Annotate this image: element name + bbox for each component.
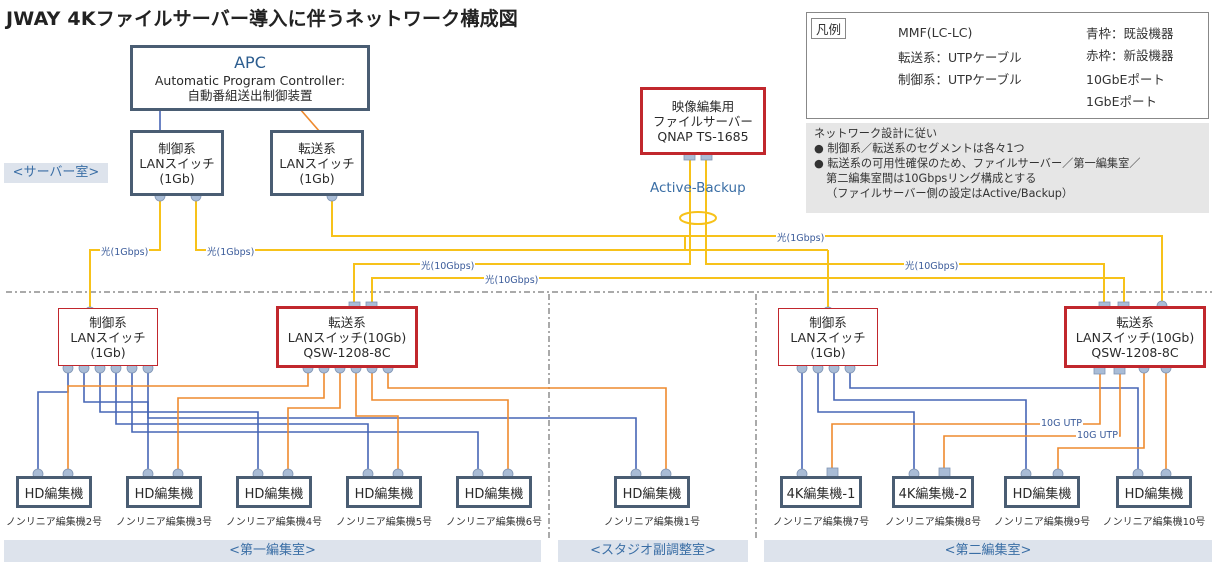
legend-1g-port: 1GbEポート	[1086, 94, 1157, 109]
link-label-10g-utp: 10G UTP	[1040, 418, 1083, 429]
edit2-control-links	[801, 370, 1139, 474]
edit1-transfer-switch: 転送系 LANスイッチ(10Gb) QSW-1208-8C	[276, 306, 418, 368]
server-room-label: <サーバー室>	[4, 163, 108, 183]
server-transfer-switch: 転送系 LANスイッチ (1Gb)	[270, 130, 364, 196]
edit2-transfer-switch: 転送系 LANスイッチ(10Gb) QSW-1208-8C	[1064, 306, 1206, 368]
switch-label: (1Gb)	[159, 170, 195, 186]
switch-label: QSW-1208-8C	[303, 344, 391, 360]
legend-control-utp: 制御系：UTPケーブル	[898, 72, 1022, 87]
editor-caption: ノンリニア編集機1号	[603, 517, 701, 528]
editor-box: HD編集機	[126, 476, 202, 508]
note-line: （ファイルサーバー側の設定はActive/Backup）	[826, 187, 1074, 200]
note-line: ネットワーク設計に従い	[814, 127, 938, 140]
switch-label: 制御系	[89, 314, 127, 330]
switch-label: 転送系	[328, 314, 366, 330]
note-line: ● 転送系の可用性確保のため、ファイルサーバー／第一編集室／	[814, 157, 1141, 170]
file-server-line: 映像編集用	[671, 98, 735, 114]
link-label-1g: 光(1Gbps)	[776, 230, 826, 244]
legend-transfer-utp: 転送系：UTPケーブル	[898, 50, 1022, 65]
room-label-edit2: <第二編集室>	[764, 540, 1212, 562]
editor-box: 4K編集機-2	[892, 476, 974, 508]
legend-blue-frame: 青枠：既設機器	[1086, 26, 1174, 41]
legend-header: 凡例	[811, 18, 847, 39]
switch-label: LANスイッチ(10Gb)	[1075, 329, 1195, 345]
editor-caption: ノンリニア編集機9号	[993, 517, 1091, 528]
editor-box: 4K編集機-1	[780, 476, 862, 508]
switch-label: (1Gb)	[810, 344, 846, 360]
file-server-line: ファイルサーバー	[653, 113, 753, 129]
switch-label: 制御系	[158, 140, 196, 156]
apc-name: APC	[234, 53, 266, 72]
editor-caption: ノンリニア編集機4号	[225, 517, 323, 528]
switch-label: QSW-1208-8C	[1091, 344, 1179, 360]
switch-label: LANスイッチ	[139, 155, 215, 171]
edit1-transfer-links	[67, 370, 667, 474]
legend-box: 凡例	[806, 12, 1209, 119]
file-server: 映像編集用 ファイルサーバー QNAP TS-1685	[640, 87, 766, 155]
note-line: 第二編集室間は10Gbpsリング構成とする	[826, 172, 1037, 185]
editor-box: HD編集機	[614, 476, 690, 508]
apc-transfer-link	[299, 108, 321, 133]
switch-label: LANスイッチ(10Gb)	[287, 329, 407, 345]
legend-mmf: MMF(LC-LC)	[898, 25, 973, 40]
link-label-10g: 光(10Gbps)	[904, 258, 960, 272]
link-label-10g: 光(10Gbps)	[420, 258, 476, 272]
link-label-1g: 光(1Gbps)	[100, 244, 150, 258]
editor-box: HD編集機	[346, 476, 422, 508]
switch-label: 転送系	[298, 140, 336, 156]
room-divider-lines	[6, 291, 1212, 540]
editor-caption: ノンリニア編集機8号	[884, 517, 982, 528]
editor-box: HD編集機	[1116, 476, 1192, 508]
page-title: JWAY 4Kファイルサーバー導入に伴うネットワーク構成図	[6, 8, 518, 30]
apc-line1: Automatic Program Controller:	[154, 73, 346, 88]
edit1-control-switch: 制御系 LANスイッチ (1Gb)	[58, 308, 158, 366]
design-notes: ネットワーク設計に従い ● 制御系／転送系のセグメントは各々1つ ● 転送系の可…	[806, 123, 1209, 213]
switch-label: (1Gb)	[90, 344, 126, 360]
editor-caption: ノンリニア編集機3号	[115, 517, 213, 528]
legend-10g-port: 10GbEポート	[1086, 72, 1165, 87]
apc-device: APC Automatic Program Controller: 自動番組送出…	[130, 45, 370, 111]
link-label-1g: 光(1Gbps)	[206, 244, 256, 258]
server-control-switch: 制御系 LANスイッチ (1Gb)	[130, 130, 224, 196]
apc-line2: 自動番組送出制御装置	[187, 88, 313, 103]
switch-label: LANスイッチ	[279, 155, 355, 171]
active-backup-ring	[679, 211, 717, 225]
switch-label: LANスイッチ	[70, 329, 146, 345]
file-server-line: QNAP TS-1685	[657, 128, 749, 144]
room-label-studio: <スタジオ副調整室>	[558, 540, 748, 562]
link-label-10g-utp: 10G UTP	[1076, 430, 1119, 441]
editor-caption: ノンリニア編集機10号	[1102, 517, 1206, 528]
edit2-control-switch: 制御系 LANスイッチ (1Gb)	[778, 308, 878, 366]
link-label-10g: 光(10Gbps)	[484, 272, 540, 286]
editor-caption: ノンリニア編集機2号	[5, 517, 103, 528]
editor-box: HD編集機	[1004, 476, 1080, 508]
note-line: ● 制御系／転送系のセグメントは各々1つ	[814, 142, 1025, 155]
switch-label: 制御系	[809, 314, 847, 330]
editor-box: HD編集機	[456, 476, 532, 508]
editor-caption: ノンリニア編集機5号	[335, 517, 433, 528]
legend-red-frame: 赤枠：新設機器	[1086, 48, 1174, 63]
editor-box: HD編集機	[236, 476, 312, 508]
edit2-transfer-links	[831, 370, 1167, 474]
editor-box: HD編集機	[16, 476, 92, 508]
editor-caption: ノンリニア編集機7号	[772, 517, 870, 528]
room-label-edit1: <第一編集室>	[4, 540, 541, 562]
switch-label: LANスイッチ	[790, 329, 866, 345]
active-backup-label: Active-Backup	[650, 180, 746, 196]
switch-label: 転送系	[1116, 314, 1154, 330]
editor-caption: ノンリニア編集機6号	[445, 517, 543, 528]
mmf-links	[89, 156, 1163, 312]
switch-label: (1Gb)	[299, 170, 335, 186]
